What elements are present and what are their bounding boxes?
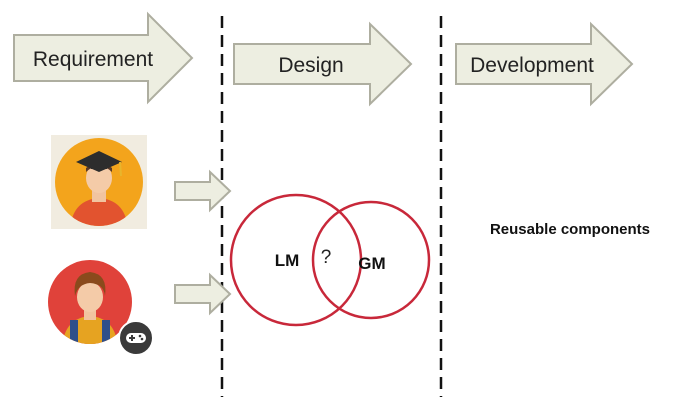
stage-arrow-design: Design (233, 21, 413, 107)
gamer-avatar-icon (48, 260, 154, 356)
stage-label-development: Development (470, 54, 594, 77)
stage-label-design: Design (278, 54, 343, 77)
input-arrow-gamer (174, 272, 232, 316)
stage-arrow-requirement: Requirement (13, 11, 194, 105)
reusable-components-label: Reusable components (490, 221, 650, 238)
stage-label-requirement: Requirement (33, 48, 153, 71)
venn-label-overlap: ? (321, 247, 332, 268)
graduate-avatar-icon (51, 135, 147, 229)
venn-circle-lm (229, 193, 363, 327)
venn-circle-gm (311, 200, 431, 320)
input-arrow-graduate (174, 169, 232, 213)
stage-arrow-development: Development (455, 21, 634, 107)
venn-diagram: LM ? GM (229, 193, 431, 327)
venn-label-lm: LM (275, 251, 300, 270)
venn-label-gm: GM (358, 254, 385, 273)
